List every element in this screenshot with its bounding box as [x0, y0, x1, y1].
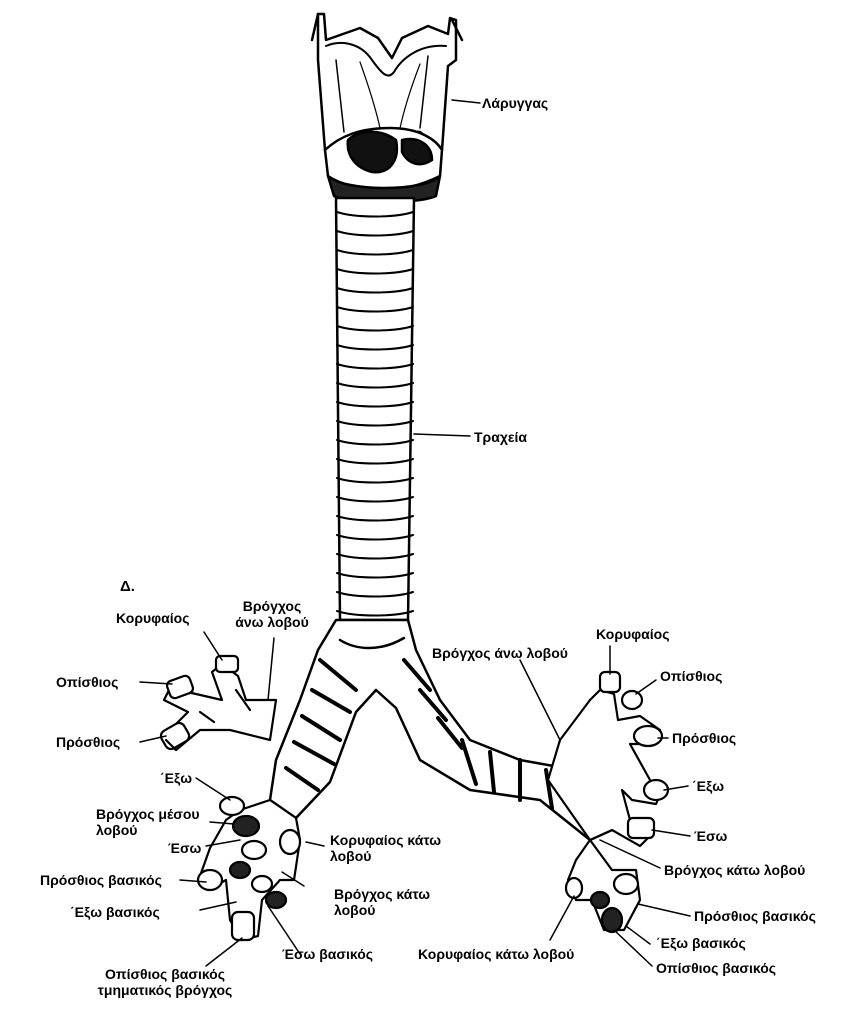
label-left-lateral: ΄Εξω [160, 770, 192, 786]
label-left-posterior-basal-line1: Οπίσθιος βασικός [70, 966, 260, 982]
label-left-upper-bronchus: Βρόγχος άνω λοβού [232, 598, 312, 630]
label-left-upper-bronchus-line2: άνω λοβού [232, 614, 312, 630]
label-larynx: Λάρυγγας [482, 95, 548, 111]
label-left-lower-bronchus: Βρόγχος κάτω λοβού [334, 886, 430, 918]
label-left-lower-apical-line2: λοβού [330, 848, 441, 864]
label-left-posterior-basal-line2: τμηματικός βρόγχος [70, 982, 260, 998]
label-right-lateral-basal: ΄Εξω βασικός [656, 935, 746, 951]
right-segmental-bronchi [548, 672, 668, 932]
label-left-anterior-basal: Πρόσθιος βασικός [40, 872, 162, 888]
label-left-upper-bronchus-line1: Βρόγχος [232, 598, 312, 614]
label-left-posterior-basal: Οπίσθιος βασικός τμηματικός βρόγχος [70, 966, 260, 998]
label-right-upper-bronchus: Βρόγχος άνω λοβού [432, 645, 568, 661]
label-left-lower-apical-line1: Κορυφαίος κάτω [330, 832, 441, 848]
label-right-apical: Κορυφαίος [596, 626, 670, 642]
label-left-middle-bronchus-line1: Βρόγχος μέσου [96, 806, 200, 822]
label-right-lower-bronchus: Βρόγχος κάτω λοβού [664, 862, 805, 878]
label-left-lateral-basal: ΄Εξω βασικός [70, 904, 160, 920]
label-trachea: Τραχεία [474, 429, 527, 445]
label-right-lateral: ΄Εξω [692, 778, 724, 794]
label-right-anterior-basal: Πρόσθιος βασικός [694, 908, 816, 924]
label-left-apical: Κορυφαίος [116, 610, 190, 626]
label-left-posterior: Οπίσθιος [56, 674, 118, 690]
label-right-anterior: Πρόσθιος [672, 730, 736, 746]
label-left-anterior: Πρόσθιος [56, 734, 120, 750]
label-right-posterior-basal: Οπίσθιος βασικός [656, 960, 776, 976]
larynx-shape [312, 14, 462, 202]
label-left-medial-basal: Έσω βασικός [282, 946, 373, 962]
label-left-medial: Έσω [168, 840, 201, 856]
label-left-lower-bronchus-line2: λοβού [334, 902, 430, 918]
label-right-lower-apical: Κορυφαίος κάτω λοβού [418, 946, 574, 962]
trachea-shape [336, 198, 414, 620]
panel-letter: Δ. [120, 578, 135, 595]
label-right-posterior: Οπίσθιος [660, 668, 722, 684]
label-right-medial: Έσω [694, 828, 727, 844]
label-left-lower-apical: Κορυφαίος κάτω λοβού [330, 832, 441, 864]
label-left-middle-bronchus-line2: λοβού [96, 822, 200, 838]
label-left-middle-bronchus: Βρόγχος μέσου λοβού [96, 806, 200, 838]
label-left-lower-bronchus-line1: Βρόγχος κάτω [334, 886, 430, 902]
